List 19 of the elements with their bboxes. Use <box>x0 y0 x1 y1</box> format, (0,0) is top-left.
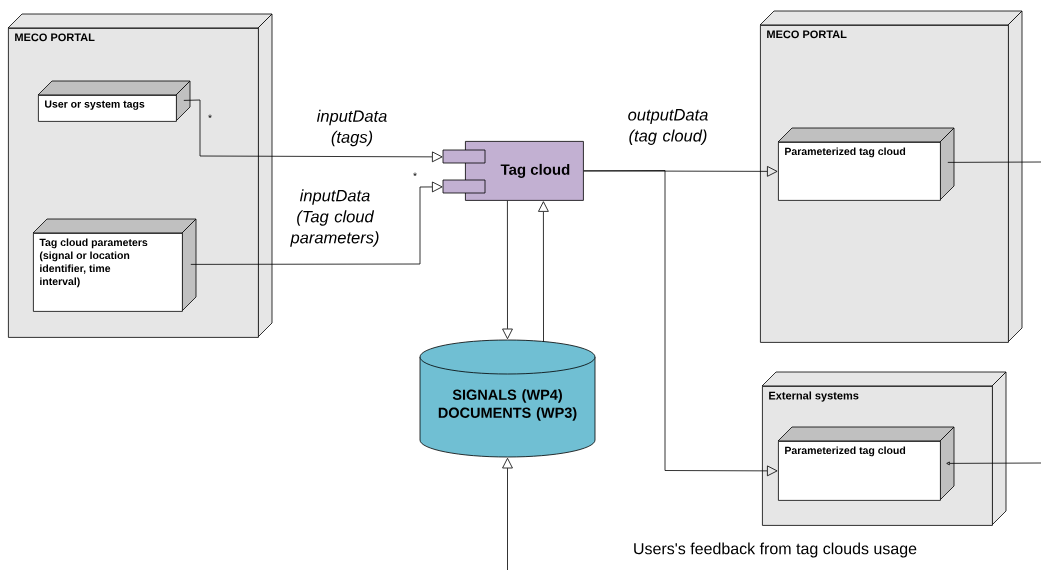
edge-label: inputData (Tag cloud parameters) <box>284 188 386 248</box>
database-cylinder: SIGNALS (WP4) DOCUMENTS (WP3) <box>419 339 596 458</box>
multiplicity-mark: * <box>208 114 212 119</box>
edge-label: outputData (tag cloud) <box>617 108 719 146</box>
arrow <box>502 457 513 570</box>
component-box: Parameterized tag cloud <box>777 426 955 501</box>
component-box: User or system tags <box>37 80 191 122</box>
note-text: Users's feedback from tag clouds usage <box>634 542 917 558</box>
arrow <box>538 201 549 342</box>
arrow <box>502 200 513 340</box>
component-box: Tag cloud parameters (signal or location identifier, time interval) <box>32 218 197 312</box>
arrow <box>946 461 1041 466</box>
arrow <box>583 170 778 477</box>
arrow <box>190 181 443 265</box>
component-icon-box: Tag cloud <box>442 141 584 201</box>
edge-label: inputData (tags) <box>311 108 393 148</box>
multiplicity-mark: * <box>413 172 417 177</box>
arrow <box>183 99 443 163</box>
component-box: Parameterized tag cloud <box>777 127 955 201</box>
